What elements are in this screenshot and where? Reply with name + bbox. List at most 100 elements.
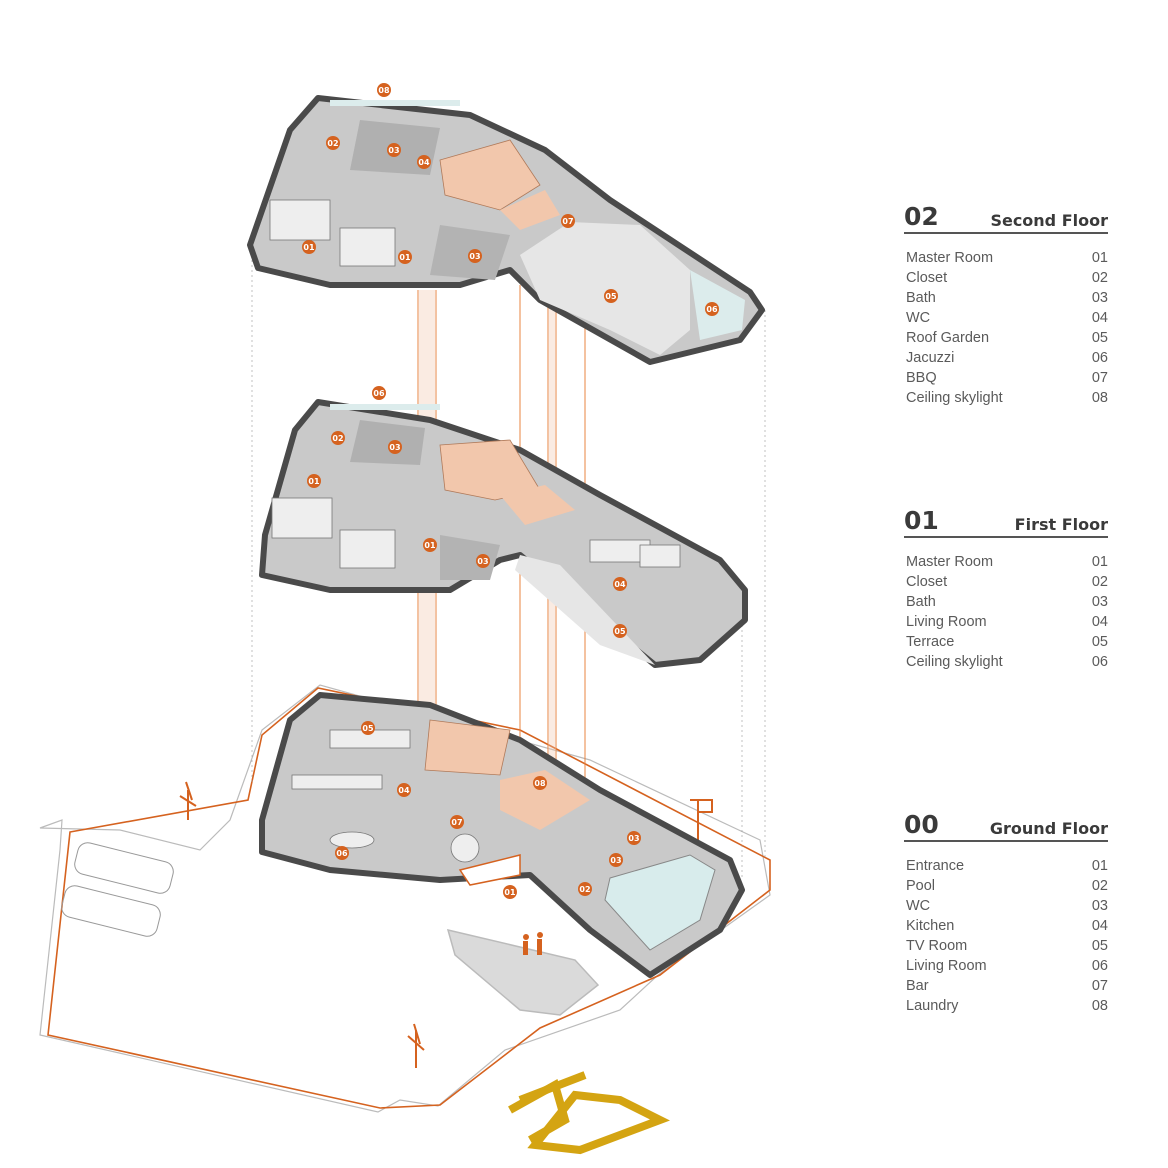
svg-text:02: 02 [327,139,338,148]
legend-room-code: 04 [1091,918,1108,934]
svg-text:06: 06 [373,389,385,398]
svg-text:03: 03 [469,252,480,261]
legend-row: Bath 03 [904,592,1108,612]
legend-row: TV Room 05 [904,936,1108,956]
legend-room-name: Pool [906,878,936,894]
room-number-tag: 08 [377,83,391,97]
front-pond [446,928,600,1016]
legend-room-code: 01 [1091,250,1108,266]
brand-logo [508,1071,670,1155]
legend-room-code: 02 [1091,878,1108,894]
room-number-tag: 03 [388,440,402,454]
room-number-tag: 06 [372,386,386,400]
legend-room-name: Closet [906,574,948,590]
legend-room-code: 03 [1091,594,1108,610]
legend-room-code: 05 [1091,938,1108,954]
parked-car [74,842,174,894]
legend-room-name: Master Room [906,554,994,570]
ground-floor-room-tags: 05 04 06 07 08 03 03 02 01 [335,721,641,899]
svg-text:01: 01 [399,253,411,262]
parked-car [61,885,161,937]
legend-room-name: TV Room [906,938,968,954]
svg-text:06: 06 [336,849,348,858]
svg-text:01: 01 [308,477,320,486]
svg-text:04: 04 [418,158,430,167]
room-number-tag: 01 [423,538,437,552]
legend-room-name: Living Room [906,958,987,974]
room-number-tag: 07 [561,214,575,228]
legend-row: Laundry 08 [904,996,1108,1016]
legend-row: Living Room 04 [904,612,1108,632]
svg-text:04: 04 [398,786,410,795]
room-number-tag: 05 [604,289,618,303]
svg-text:01: 01 [424,541,436,550]
legend-room-code: 06 [1091,958,1108,974]
room-number-tag: 03 [476,554,490,568]
room-number-tag: 02 [326,136,340,150]
legend-floor-number: 01 [904,506,939,535]
legend-room-name: Master Room [906,250,994,266]
room-number-tag: 03 [387,143,401,157]
legend-room-name: Bath [906,594,936,610]
legend-row: Kitchen 04 [904,916,1108,936]
svg-text:08: 08 [378,86,390,95]
svg-text:08: 08 [534,779,546,788]
legend-floor-number: 00 [904,810,939,839]
room-number-tag: 04 [397,783,411,797]
legend-room-code: 04 [1091,310,1108,326]
legend-room-code: 05 [1091,330,1108,346]
legend-header: 02 Second Floor [904,204,1108,234]
legend-room-code: 03 [1091,898,1108,914]
legend-room-code: 08 [1091,998,1108,1014]
room-number-tag: 02 [331,431,345,445]
legend-room-name: Closet [906,270,948,286]
legend-room-code: 08 [1091,390,1108,406]
legend-row: Pool 02 [904,876,1108,896]
legend-room-code: 02 [1091,270,1108,286]
room-number-tag: 01 [302,240,316,254]
ground-floor-plan [259,692,745,978]
legend-room-code: 04 [1091,614,1108,630]
legend-room-code: 05 [1091,634,1108,650]
svg-text:07: 07 [451,818,462,827]
legend-row: Master Room 01 [904,248,1108,268]
legend-room-name: WC [906,898,931,914]
second-floor-plan [247,95,765,365]
room-number-tag: 01 [503,885,517,899]
svg-text:03: 03 [628,834,639,843]
svg-text:04: 04 [614,580,626,589]
svg-text:03: 03 [610,856,621,865]
legend-room-name: Laundry [906,998,959,1014]
svg-text:02: 02 [332,434,343,443]
legend-room-name: Bath [906,290,936,306]
legend-header: 00 Ground Floor [904,812,1108,842]
room-number-tag: 05 [361,721,375,735]
legend-room-name: Terrace [906,634,955,650]
legend-row: Living Room 06 [904,956,1108,976]
legend-floor-title: Ground Floor [989,819,1108,838]
legend-room-name: Jacuzzi [906,350,955,366]
legend-room-name: Kitchen [906,918,955,934]
legend-room-name: Entrance [906,858,965,874]
flag-icon [690,799,713,840]
svg-text:02: 02 [579,885,590,894]
room-number-tag: 01 [307,474,321,488]
legend-room-name: Living Room [906,614,987,630]
legend-room-code: 06 [1091,350,1108,366]
svg-text:05: 05 [605,292,617,301]
